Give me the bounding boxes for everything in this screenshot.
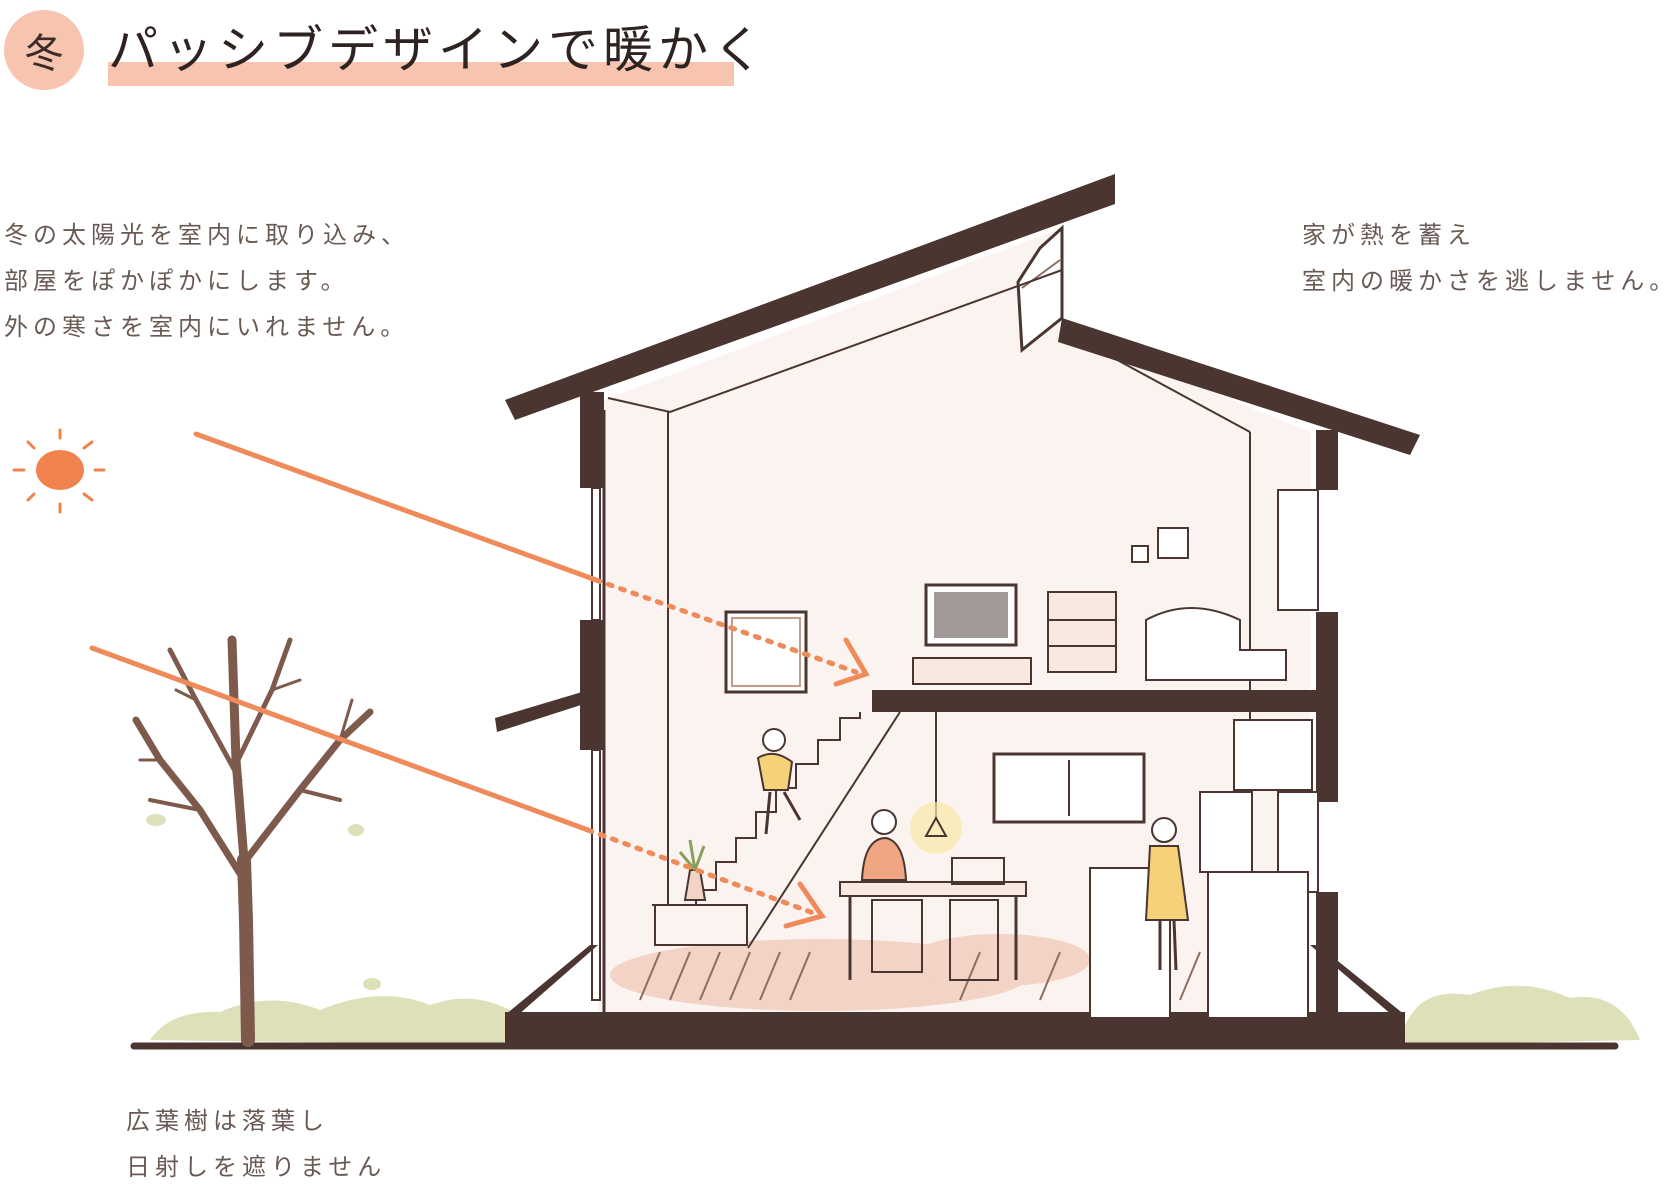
note-line: 外の寒さを室内にいれません。: [4, 313, 410, 341]
note-winter-sunlight: 冬の太陽光を室内に取り込み、 部屋をぽかぽかにします。 外の寒さを室内にいれませ…: [4, 212, 410, 350]
note-line: 日射しを遮りません: [126, 1153, 387, 1181]
note-line: 広葉樹は落葉し: [126, 1107, 329, 1135]
note-line: 冬の太陽光を室内に取り込み、: [4, 221, 410, 249]
note-heat-storage: 家が熱を蓄え 室内の暖かさを逃しません。: [1302, 212, 1678, 304]
sun-ray-lower: [89, 645, 827, 929]
deciduous-tree-icon: [132, 635, 381, 1047]
person-in-kitchen: [1144, 817, 1190, 971]
note-line: 家が熱を蓄え: [1302, 221, 1476, 249]
sun-ray-upper: [193, 431, 870, 687]
grass-left: [150, 996, 515, 1045]
person-on-stairs: [756, 728, 802, 835]
note-line: 室内の暖かさを逃しません。: [1302, 267, 1679, 295]
sun-icon: [12, 428, 106, 514]
note-deciduous-tree: 広葉樹は落葉し 日射しを遮りません: [126, 1098, 386, 1190]
grass-right: [1400, 985, 1640, 1045]
house-cross-section: [495, 174, 1420, 1046]
person-at-table: [860, 809, 923, 973]
season-badge-winter: 冬: [4, 10, 84, 90]
note-line: 部屋をぽかぽかにします。: [4, 267, 350, 295]
page-title: パッシブデザインで暖かく: [108, 21, 768, 79]
title-underline-highlight: [108, 62, 734, 86]
title-block: パッシブデザインで暖かく: [108, 14, 768, 86]
